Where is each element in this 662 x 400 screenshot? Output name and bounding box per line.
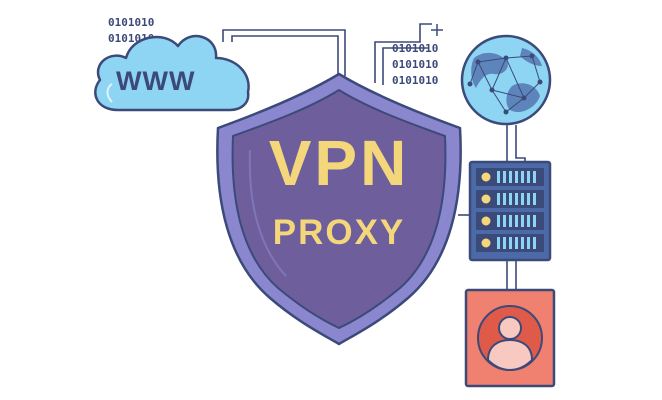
globe-network-lines	[469, 55, 541, 113]
binary-line: 0101010	[108, 16, 154, 29]
server-unit	[476, 234, 544, 252]
server-rack-icon	[468, 160, 552, 262]
cloud-label: WWW	[116, 66, 195, 96]
connection-lines	[222, 23, 526, 290]
shield-icon: VPN PROXY	[216, 72, 462, 346]
server-unit	[476, 212, 544, 230]
globe-binary-text: 0101010 0101010 0101010	[392, 42, 438, 87]
user-avatar-icon	[464, 288, 556, 388]
server-unit	[476, 168, 544, 186]
binary-line: 0101010	[392, 74, 438, 87]
binary-line: 0101010	[392, 58, 438, 71]
globe-icon	[460, 34, 552, 126]
shield-subtitle: PROXY	[273, 213, 406, 252]
server-unit	[476, 190, 544, 208]
shield-title: VPN	[269, 127, 410, 199]
binary-line: 0101010	[392, 42, 438, 55]
sparkle-icon	[431, 24, 443, 36]
globe-network-nodes	[467, 53, 543, 115]
cloud-icon: WWW	[94, 34, 250, 112]
